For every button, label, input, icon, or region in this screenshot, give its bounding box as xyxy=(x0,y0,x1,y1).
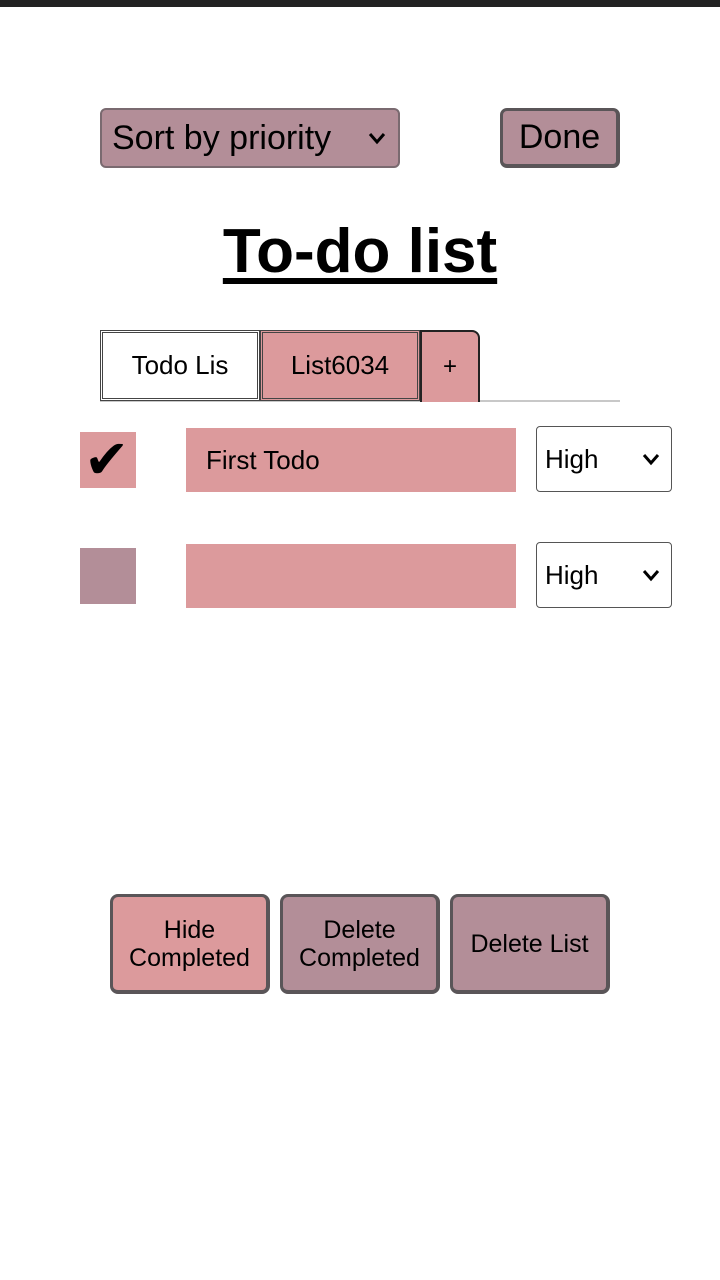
chevron-down-icon xyxy=(642,454,660,466)
chevron-down-icon xyxy=(642,570,660,582)
status-bar xyxy=(0,0,720,7)
todo-checkbox[interactable]: ✔ xyxy=(80,430,136,490)
delete-list-button[interactable]: Delete List xyxy=(450,894,610,994)
todo-text-input[interactable]: First Todo xyxy=(186,428,516,492)
todo-checkbox[interactable] xyxy=(80,548,136,604)
page-title: To-do list xyxy=(222,217,498,286)
sort-select-value: Sort by priority xyxy=(112,118,332,157)
add-tab-button[interactable]: + xyxy=(420,330,480,402)
priority-select-value: High xyxy=(545,559,599,590)
priority-select[interactable]: High xyxy=(536,426,672,492)
priority-select-value: High xyxy=(545,443,599,474)
delete-completed-button[interactable]: Delete Completed xyxy=(280,894,440,994)
tab-list6034[interactable]: List6034 xyxy=(260,330,420,401)
sort-select[interactable]: Sort by priority xyxy=(100,108,400,168)
chevron-down-icon xyxy=(368,133,386,145)
tabs-divider xyxy=(100,400,620,402)
hide-completed-button[interactable]: Hide Completed xyxy=(110,894,270,994)
checkmark-icon: ✔ xyxy=(84,430,130,490)
done-button[interactable]: Done xyxy=(500,108,620,168)
priority-select[interactable]: High xyxy=(536,542,672,608)
todo-text-input[interactable] xyxy=(186,544,516,608)
tab-todo-list[interactable]: Todo Lis xyxy=(100,330,260,401)
